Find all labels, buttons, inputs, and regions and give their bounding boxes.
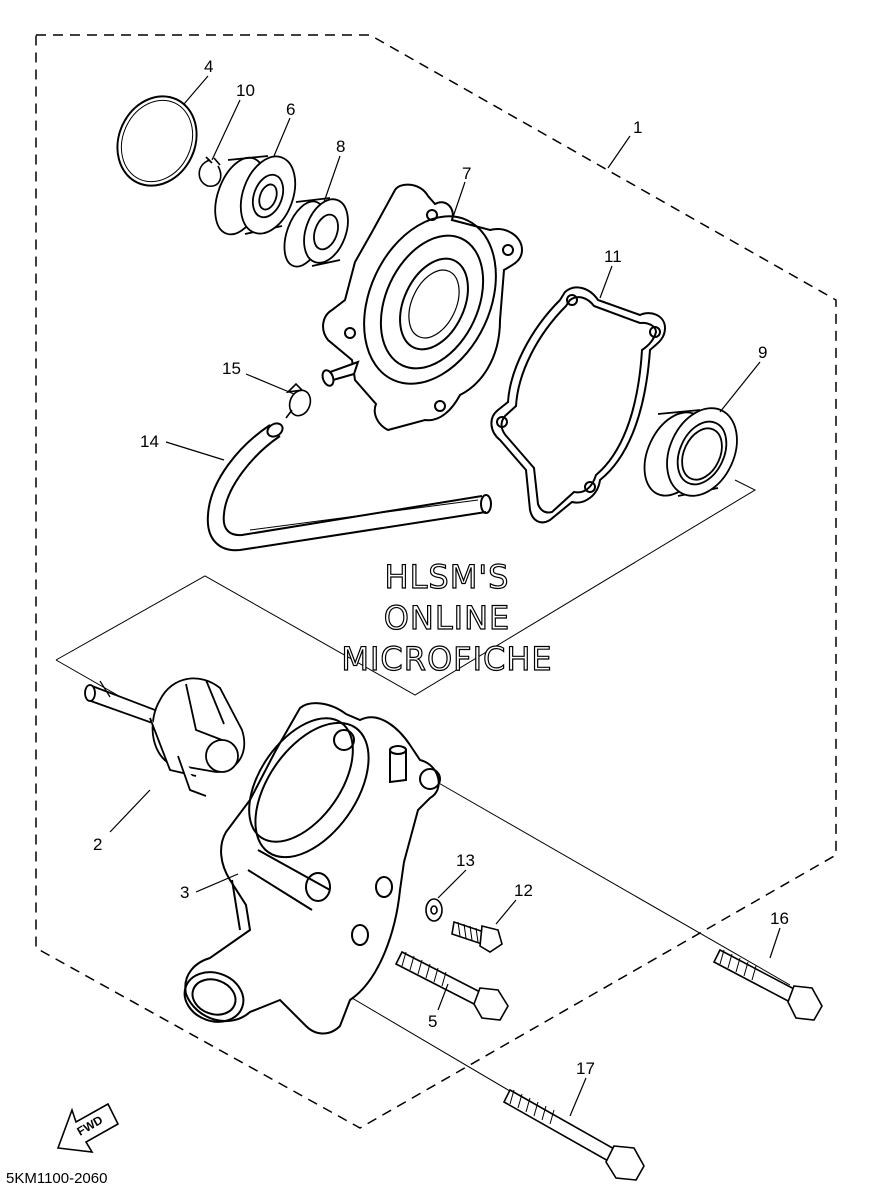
callout-3: 3	[180, 883, 189, 902]
housing-cover-part	[321, 183, 524, 432]
callout-11: 11	[604, 247, 622, 266]
callout-2: 2	[93, 835, 102, 854]
bearing-8-part	[283, 197, 349, 268]
callout-9: 9	[758, 343, 767, 362]
impeller-shaft-part	[84, 677, 246, 797]
washer-part	[425, 898, 443, 922]
bolt-16-part	[712, 948, 823, 1021]
callouts: 1 2 3 4 5 6 7 8 9 10 11 12 13 14 15 16 1…	[93, 57, 789, 1078]
callout-14: 14	[140, 432, 159, 451]
bolt-17-part	[502, 1088, 645, 1181]
callout-10: 10	[236, 81, 255, 100]
bearing-6-part	[214, 155, 297, 236]
gasket-part	[490, 286, 667, 524]
diagram-code: 5KM1100-2060	[6, 1170, 108, 1187]
fwd-arrow-icon: FWD	[56, 1102, 120, 1153]
callout-4: 4	[204, 57, 213, 76]
callout-13: 13	[456, 851, 475, 870]
circlip-part	[198, 156, 222, 187]
callout-15: 15	[222, 359, 241, 378]
watermark: HLSM'S ONLINE MICROFICHE	[341, 557, 552, 678]
seal-part	[643, 407, 738, 497]
hose-part	[206, 422, 492, 552]
callout-6: 6	[286, 100, 295, 119]
o-ring-part	[116, 95, 198, 187]
callout-7: 7	[462, 164, 471, 183]
leader-lines	[109, 75, 781, 1117]
callout-12: 12	[514, 881, 533, 900]
watermark-line-1: HLSM'S	[385, 558, 510, 596]
bolt-12-part	[451, 920, 503, 953]
watermark-line-2: ONLINE	[384, 599, 511, 637]
bolt-5-part	[394, 950, 509, 1021]
callout-1: 1	[633, 118, 642, 137]
hose-clamp-part	[285, 382, 312, 419]
pump-housing-part	[183, 702, 441, 1035]
callout-5: 5	[428, 1012, 437, 1031]
callout-17: 17	[576, 1059, 595, 1078]
callout-16: 16	[770, 909, 789, 928]
watermark-line-3: MICROFICHE	[341, 640, 552, 678]
callout-8: 8	[336, 137, 345, 156]
